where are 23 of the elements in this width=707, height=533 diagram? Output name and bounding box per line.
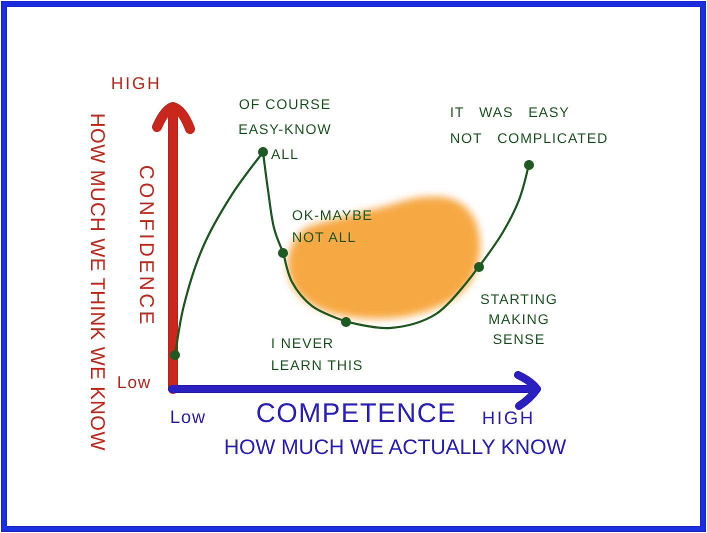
- learning-curve: [283, 256, 343, 321]
- curve-annotation: I NEVER LEARN THIS: [271, 334, 364, 375]
- curve-point: [278, 248, 288, 258]
- learning-curve: [262, 156, 282, 250]
- axis-title: CONFIDENCE: [135, 165, 157, 328]
- axis-title: COMPETENCE: [256, 399, 457, 429]
- curve-annotation: OF COURSE EASY-KNOW ALL: [237, 95, 333, 164]
- curve-point: [524, 160, 534, 170]
- axis-end-label: Low: [117, 374, 152, 393]
- curve-point: [170, 350, 180, 360]
- curve-point: [258, 147, 268, 157]
- axis-description: HOW MUCH WE THINK WE KNOW: [86, 113, 108, 451]
- curve-annotation: OK-MAYBE NOT ALL: [292, 206, 374, 247]
- curve-annotation: IT WAS EASY NOT COMPLICATED: [450, 103, 610, 148]
- axis-end-label: HIGH: [482, 409, 535, 429]
- curve-point: [341, 317, 351, 327]
- learning-curve: [350, 270, 477, 330]
- learning-curve: [174, 154, 262, 352]
- curve-annotation: STARTING MAKING SENSE: [479, 290, 559, 349]
- axis-description: HOW MUCH WE ACTUALLY KNOW: [224, 436, 566, 460]
- learning-curve: [480, 168, 529, 264]
- axis-end-label: Low: [170, 408, 206, 428]
- axis-end-label: HIGH: [111, 75, 162, 94]
